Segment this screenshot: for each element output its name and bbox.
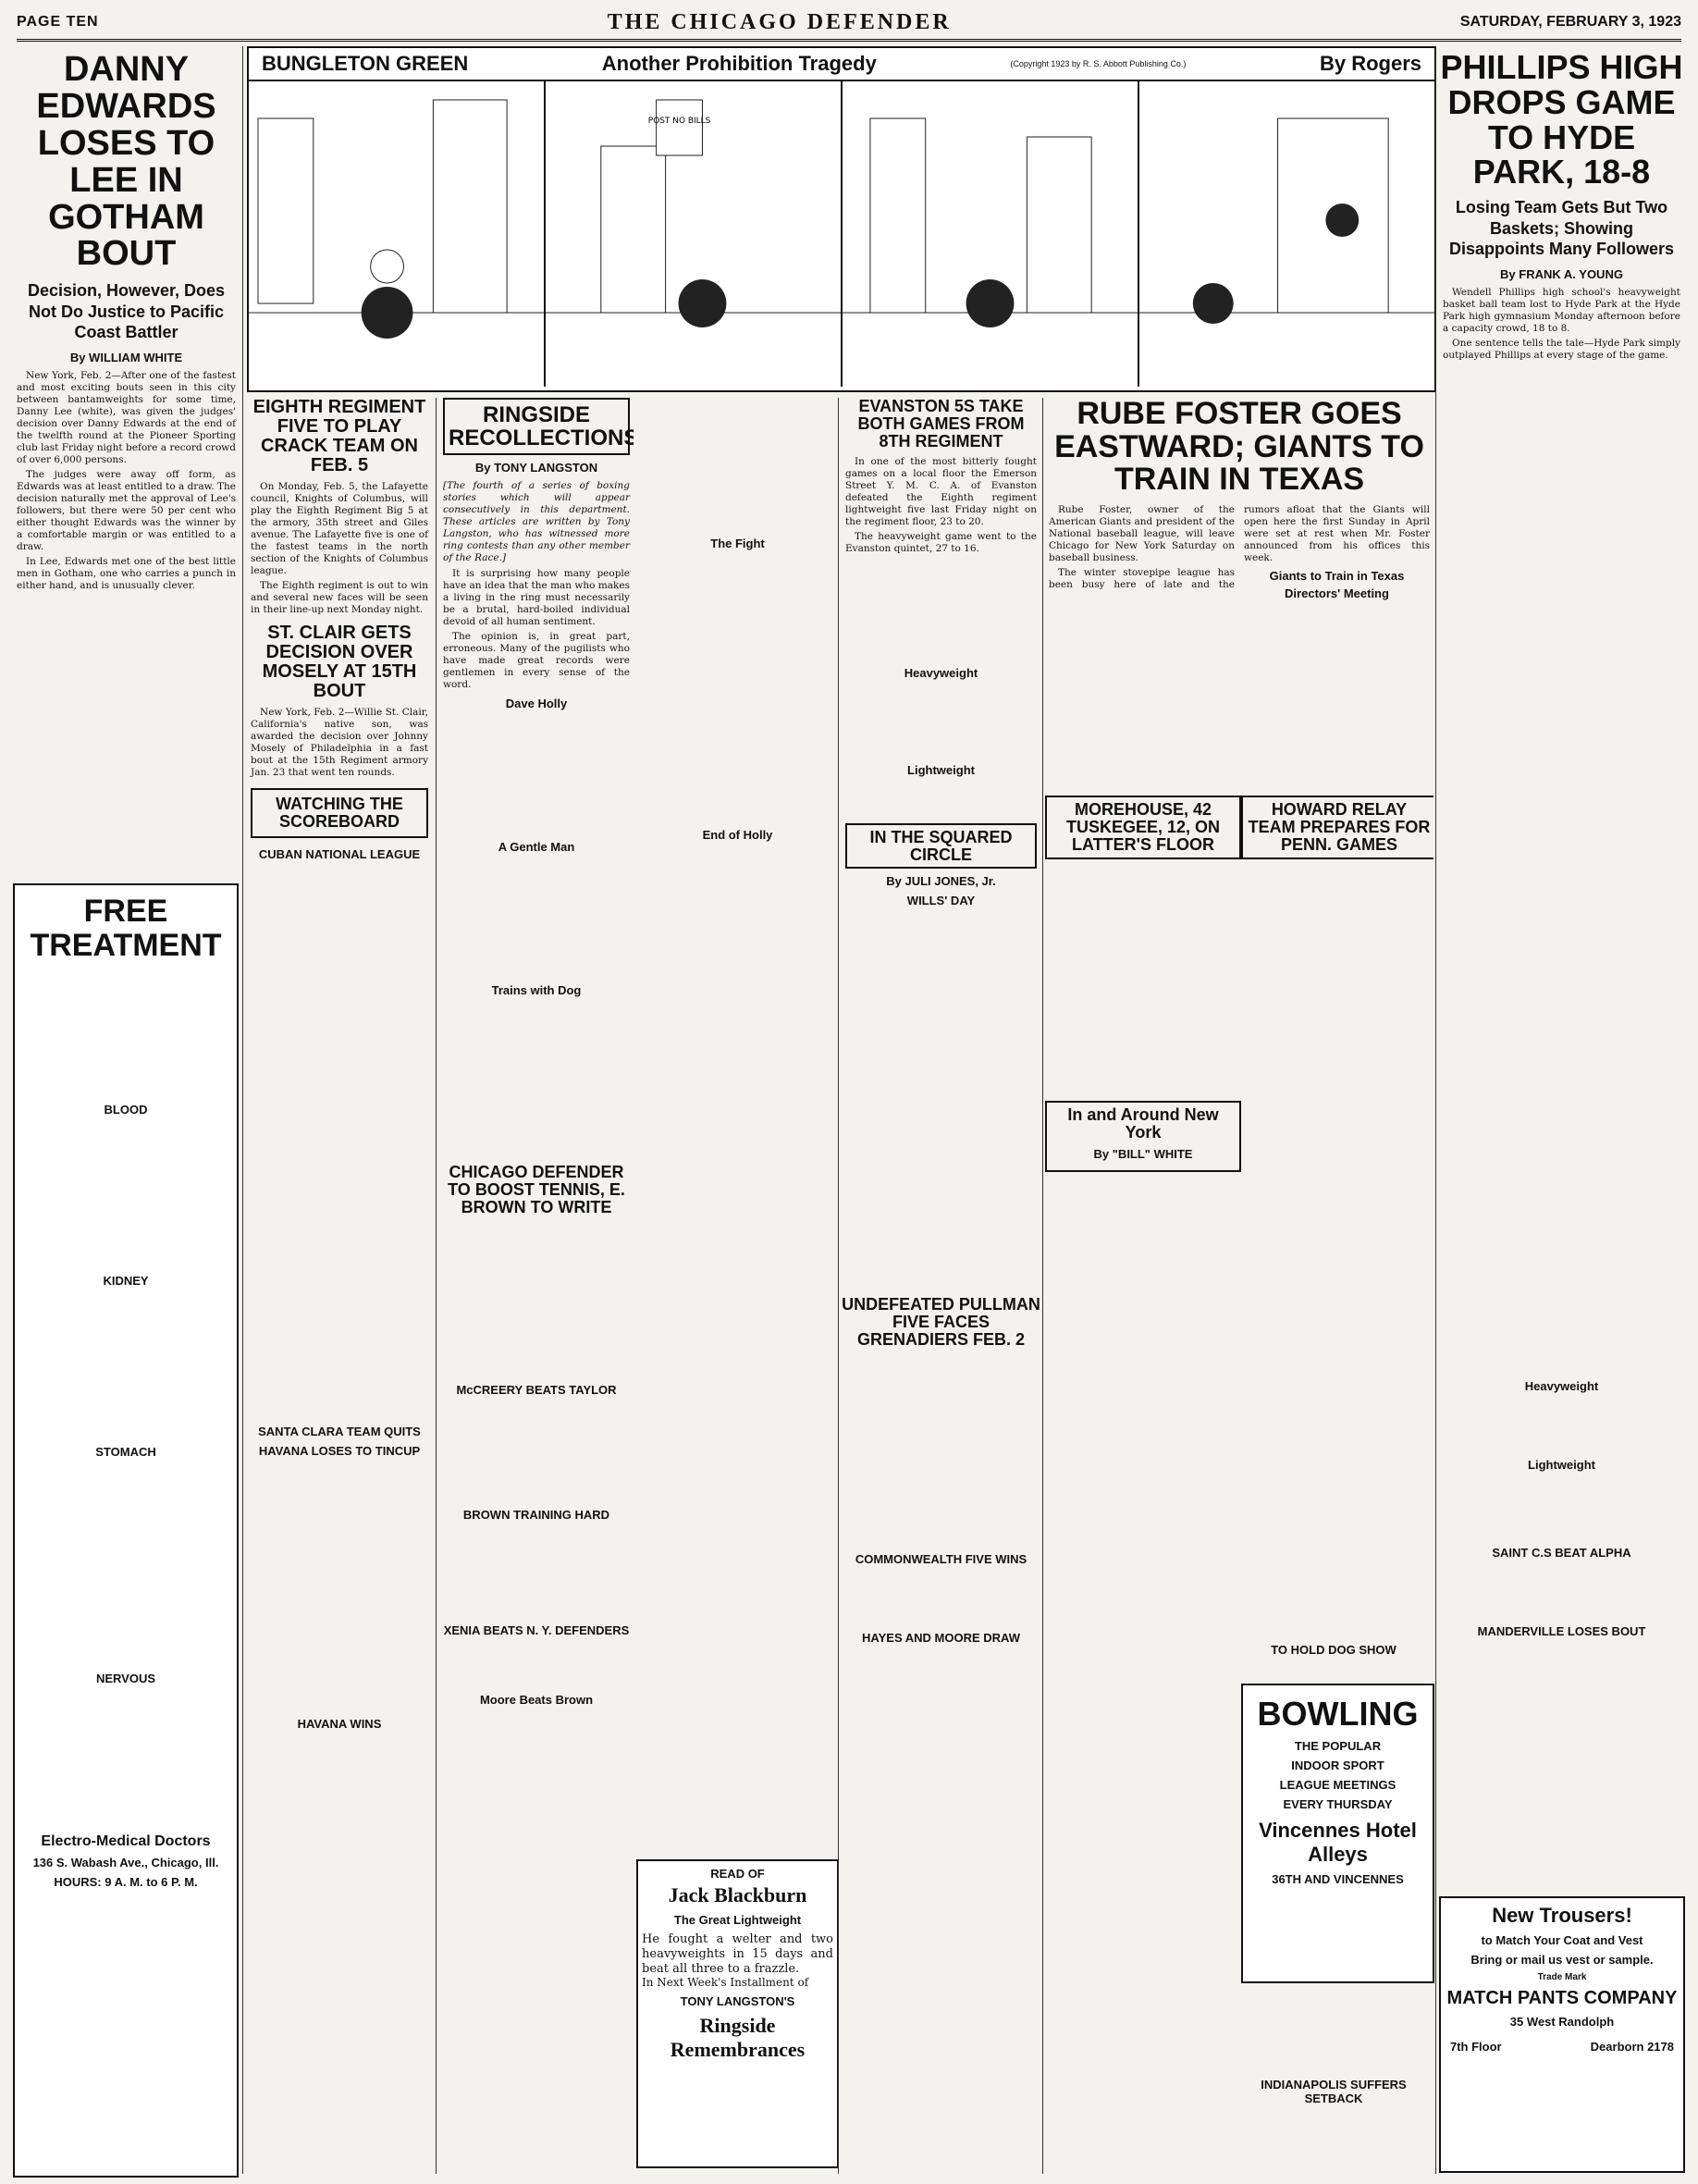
headline-evanston: EVANSTON 5S TAKE BOTH GAMES FROM 8TH REG… (857, 398, 1025, 450)
column-1: DANNY EDWARDS LOSES TO LEE IN GOTHAM BOU… (13, 46, 240, 879)
byline-white: By WILLIAM WHITE (69, 350, 183, 364)
page-number: PAGE TEN (17, 14, 99, 30)
headline-squared-circle: IN THE SQUARED CIRCLE (869, 827, 1013, 864)
headline-morehouse: Morehouse, 42 Tuskegee, 12, on Latter's … (1065, 800, 1221, 854)
comic-panel-2: POST NO BILLS (546, 81, 843, 387)
comic-strip: BUNGLETON GREEN Another Prohibition Trag… (247, 46, 1436, 392)
article-edwards: New York, Feb. 2—After one of the fastes… (17, 369, 236, 591)
column-rule (1042, 398, 1043, 2174)
ad-free-treatment: FREE TREATMENT BLOOD KIDNEY STOMACH NERV… (13, 883, 239, 2178)
comic-strip-title: Another Prohibition Tragedy (601, 52, 877, 75)
deck-edwards: Decision, However, Does Not Do Justice t… (27, 281, 226, 342)
scoreboard-title: WATCHING THE SCOREBOARD (276, 795, 403, 831)
comic-author: By Rogers (1319, 52, 1421, 75)
column-rule (436, 398, 437, 2174)
column-rule (838, 398, 839, 2174)
headline-phillips: PHILLIPS HIGH DROPS GAME TO HYDE PARK, 1… (1440, 48, 1683, 191)
column-3b: The Fight End of Holly (702, 537, 773, 842)
issue-date: SATURDAY, FEBRUARY 3, 1923 (1459, 14, 1681, 30)
headline-ringside: RINGSIDE RECOLLECTIONS (449, 402, 634, 451)
comic-title: BUNGLETON GREEN (262, 52, 469, 75)
headline-new-york: In and Around New York (1067, 1105, 1219, 1141)
headline-rube-foster: RUBE FOSTER GOES EASTWARD; GIANTS TO TRA… (1054, 398, 1424, 498)
comic-copyright: (Copyright 1923 by R. S. Abbott Publishi… (1010, 59, 1187, 68)
headline-howard: Howard Relay Team Prepares for Penn. Gam… (1248, 800, 1431, 854)
headline-eighth-regiment: EIGHTH REGIMENT FIVE TO PLAY CRACK TEAM … (252, 398, 426, 475)
paper-name: THE CHICAGO DEFENDER (607, 9, 952, 34)
column-2: EIGHTH REGIMENT FIVE TO PLAY CRACK TEAM … (247, 398, 432, 2165)
column-5: RUBE FOSTER GOES EASTWARD; GIANTS TO TRA… (1045, 398, 1433, 2165)
comic-panel-4 (1139, 81, 1434, 387)
ad-blackburn: READ OF Jack Blackburn The Great Lightwe… (636, 1859, 839, 2168)
column-3: RINGSIDE RECOLLECTIONS By TONY LANGSTON … (439, 398, 634, 2165)
headline-pullman: UNDEFEATED PULLMAN FIVE FACES GRENADIERS… (842, 1295, 1040, 1350)
sign-text: POST NO BILLS (648, 117, 711, 126)
masthead: PAGE TEN THE CHICAGO DEFENDER SATURDAY, … (17, 6, 1681, 42)
ad-match-pants: New Trousers! to Match Your Coat and Ves… (1439, 1896, 1685, 2173)
headline-tennis: CHICAGO DEFENDER TO BOOST TENNIS, E. BRO… (448, 1163, 625, 1217)
ad-bowling: BOWLING THE POPULAR INDOOR SPORT LEAGUE … (1241, 1684, 1434, 1983)
headline-st-clair: ST. CLAIR GETS DECISION OVER MOSELY AT 1… (262, 623, 417, 701)
batting-table (251, 864, 428, 1419)
league-title: CUBAN NATIONAL LEAGUE (258, 846, 421, 861)
headline-edwards: DANNY EDWARDS LOSES TO LEE IN GOTHAM BOU… (36, 50, 216, 274)
comic-panel-1 (249, 81, 546, 387)
column-6: PHILLIPS HIGH DROPS GAME TO HYDE PARK, 1… (1440, 48, 1683, 1638)
column-rule (242, 46, 243, 2174)
column-rule (1435, 46, 1436, 2174)
comic-panel-3 (843, 81, 1139, 387)
column-4: EVANSTON 5S TAKE BOTH GAMES FROM 8TH REG… (842, 398, 1040, 1646)
